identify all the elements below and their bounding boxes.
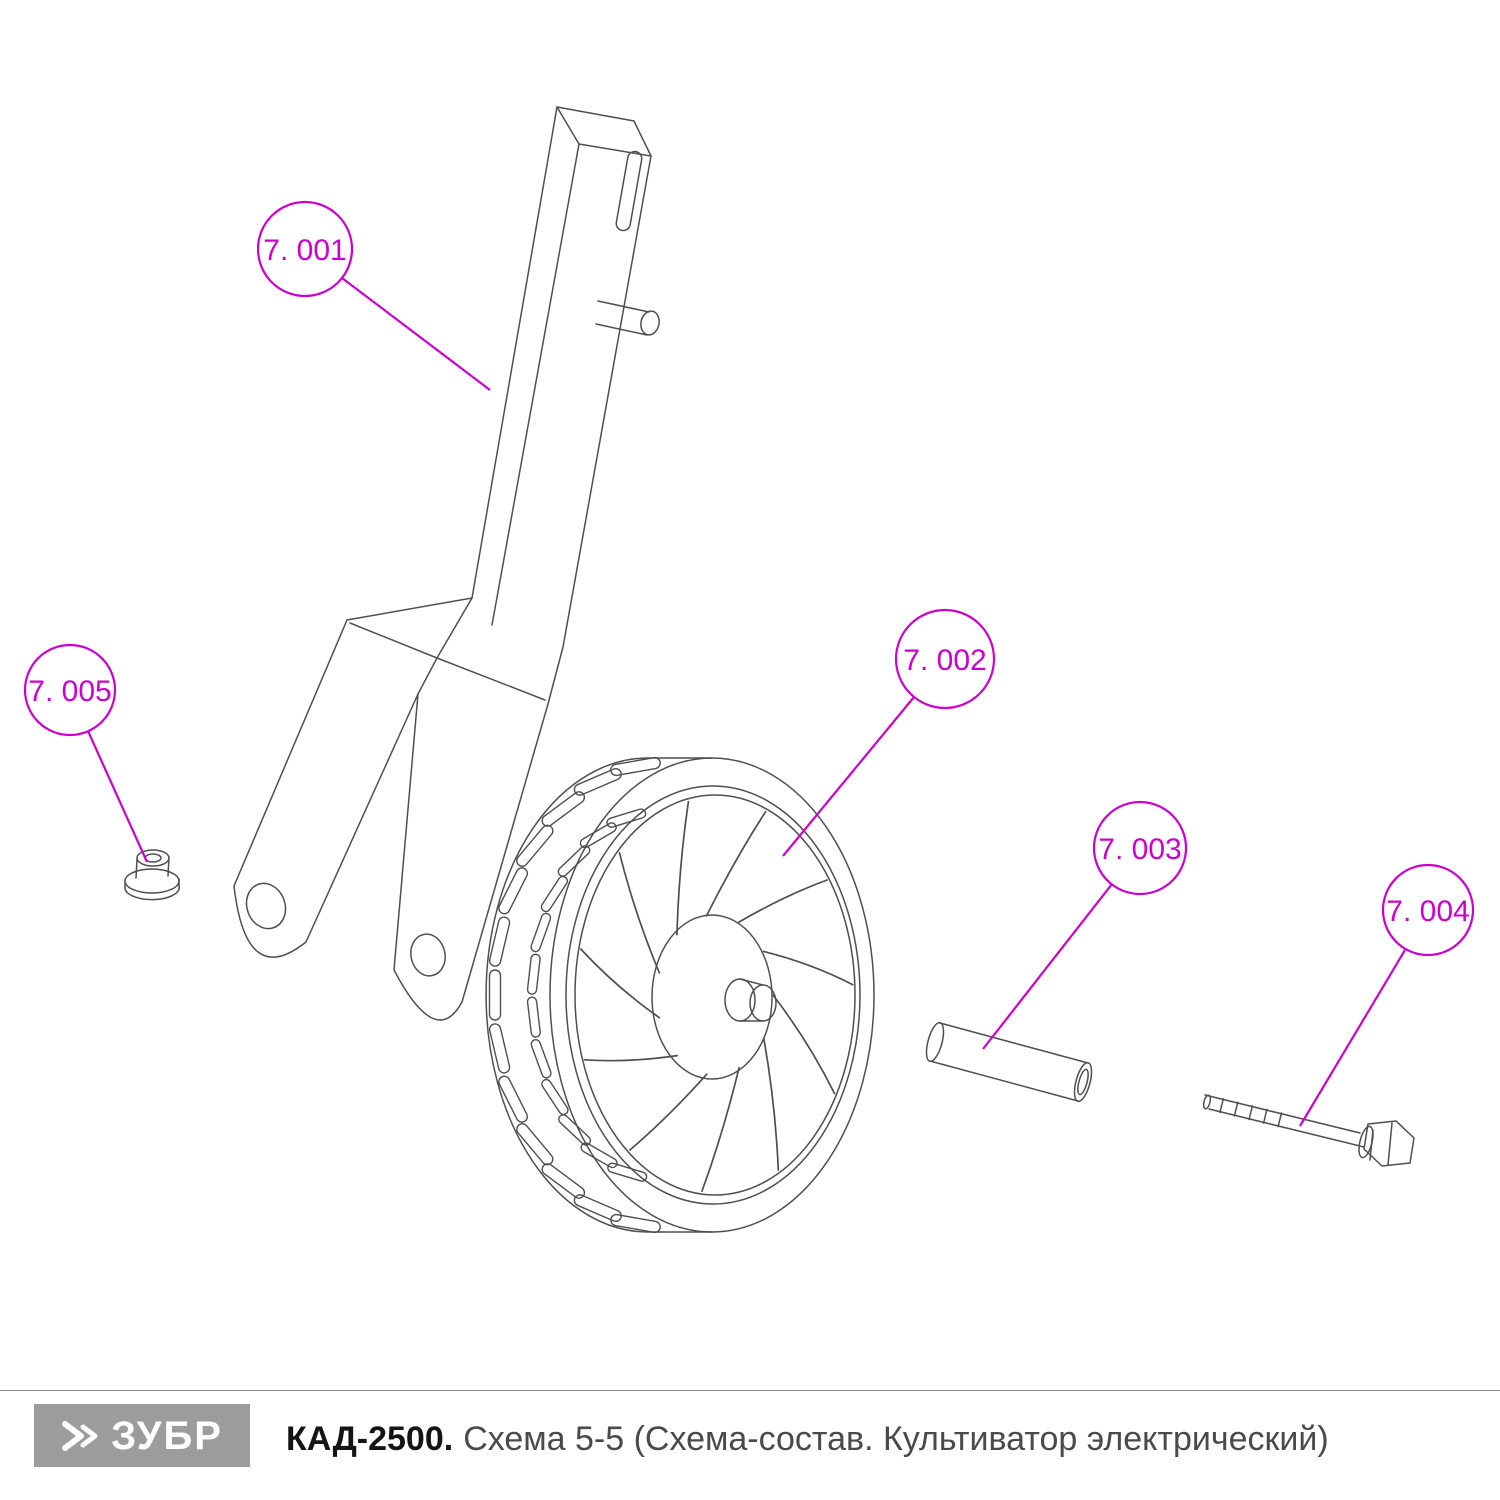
callout-label-7003: 7. 003 [1098,833,1181,866]
tread-slot [487,915,512,968]
callout-7005: 7. 005 [23,643,149,863]
wheel-hub [651,914,773,1080]
fork-slot [615,150,643,232]
wheel-spokes [579,800,854,1192]
tread-slot [487,1022,512,1075]
wheel-spoke [762,1037,780,1171]
wheel-spoke [676,800,690,936]
wheel-back-edge-arc [485,757,713,1233]
nut-flange-rim [124,878,180,901]
part-7002-wheel-drawing [485,756,875,1234]
callout-7003: 7. 003 [982,800,1188,1050]
tread-slot [555,843,593,879]
fork-pin-lines [595,300,650,336]
fork-left-hole [245,882,287,930]
footer: ЗУБР КАД-2500.Схема 5-5 (Схема-состав. К… [0,1390,1500,1500]
nut-flange [124,868,180,894]
title-subtitle: Схема 5-5 (Схема-состав. Культиватор эле… [463,1420,1329,1458]
wheel-spoke [772,994,836,1095]
tread-slot [526,953,542,996]
leader-line-7002 [782,696,915,857]
wheel-spoke [705,810,767,917]
tread-slot [488,969,502,1021]
wheel-rim-inner [574,794,856,1196]
callout-7004: 7. 004 [1299,863,1475,1127]
callout-circle-7001 [256,200,354,298]
callout-circle-7003 [1092,800,1188,896]
fork-pin-end [640,310,660,336]
tread-slot [513,1120,556,1168]
spacer-bore [1077,1068,1089,1096]
spacer-sides [929,1022,1089,1102]
tread-slot [556,1112,593,1148]
part-7005-flange-nut-drawing [124,849,180,901]
wheel-axle-sides [739,978,764,1022]
wheel-rim-outer [565,785,861,1205]
fork-outline [233,106,652,1021]
tread-slot [513,822,556,870]
leader-line-7003 [982,883,1113,1050]
wheel-spoke [762,950,854,986]
callout-7002: 7. 002 [782,608,996,857]
page-title: КАД-2500.Схема 5-5 (Схема-состав. Культи… [286,1420,1329,1459]
callout-label-7002: 7. 002 [903,644,986,677]
callout-label-7005: 7. 005 [28,675,111,708]
fork-crown-ridges [349,597,546,701]
zubr-logo-text: ЗУБР [111,1413,223,1458]
part-7001-fork-bracket-drawing [233,106,660,1021]
callout-circle-7002 [894,608,996,710]
tread-slot [529,1037,553,1080]
leader-line-7004 [1299,949,1406,1127]
bolt-tip [1202,1094,1212,1110]
wheel-spoke [738,879,828,923]
tread-slot [526,996,542,1039]
zubr-logo-icon [62,1420,98,1451]
spacer-left-end [925,1021,945,1063]
bolt-threads [1219,1098,1283,1128]
wheel-spoke [583,1054,678,1062]
wheel-spoke [629,1073,708,1151]
fork-top-face-edges [491,106,652,626]
zubr-logo: ЗУБР [34,1404,250,1467]
callout-label-7001: 7. 001 [263,234,346,267]
part-7003-spacer-tube-drawing [925,1021,1093,1103]
leader-line-7005 [86,730,149,863]
callout-circle-7005 [23,643,117,737]
fork-right-hole [410,933,446,977]
title-model: КАД-2500. [286,1420,454,1458]
bolt-shaft [1204,1094,1365,1148]
exploded-view-diagram: 7. 001 7. 002 7. 003 7. 004 7. 005 [23,106,1475,1234]
wheel-spoke [618,851,661,974]
bolt-hex-facets [1369,1122,1393,1166]
wheel-spoke [701,1066,740,1192]
part-7004-bolt-drawing [1202,1094,1415,1167]
wheel-spoke [579,948,661,1019]
spacer-right-end [1073,1061,1093,1103]
callout-circle-7004 [1381,863,1475,957]
tread-slot [529,911,553,954]
callout-7001: 7. 001 [256,200,491,391]
nut-sides [135,856,170,879]
callout-label-7004: 7. 004 [1386,895,1469,928]
bolt-hex-head [1363,1120,1415,1167]
leader-line-7001 [341,277,491,391]
